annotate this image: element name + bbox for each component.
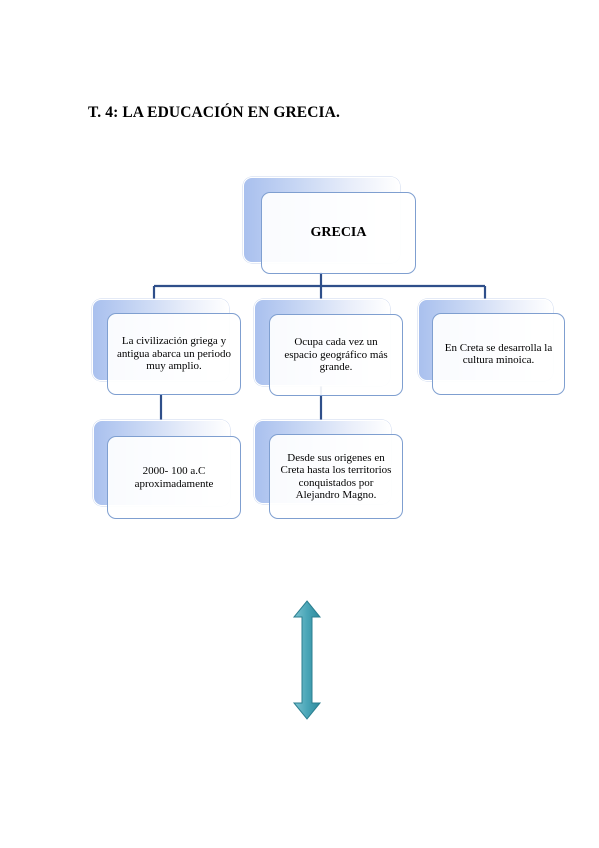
node-level2-1-label: 2000- 100 a.C aproximadamente	[107, 436, 241, 519]
node-level2-2-label: Desde sus origenes en Creta hasta los te…	[269, 434, 403, 519]
node-level1-3-label: En Creta se desarrolla la cultura minoic…	[432, 313, 565, 395]
page-title: T. 4: LA EDUCACIÓN EN GRECIA.	[88, 104, 340, 121]
node-level1-1-label: La civilización griega y antigua abarca …	[107, 313, 241, 395]
node-level1-2-label: Ocupa cada vez un espacio geográfico más…	[269, 314, 403, 396]
node-root-label: GRECIA	[261, 192, 416, 274]
